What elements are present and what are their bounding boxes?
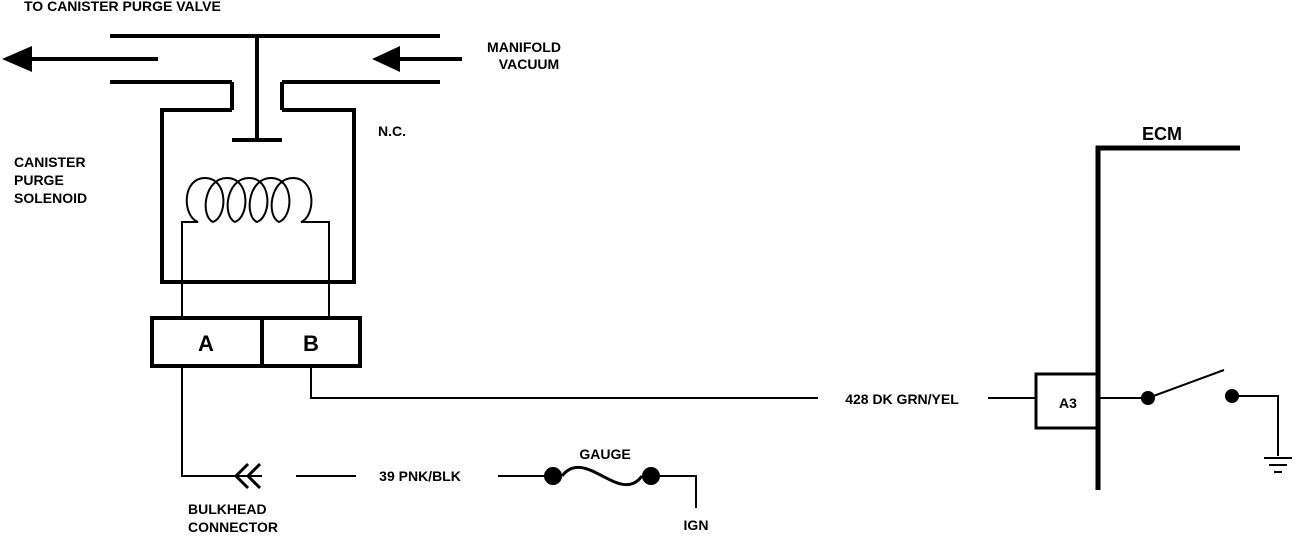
pin-a-label: A: [198, 331, 214, 356]
solenoid-connector: A B: [150, 316, 362, 368]
ground-icon: [1264, 457, 1292, 473]
purge-label: PURGE: [14, 172, 64, 188]
wire-39: [181, 366, 552, 477]
canister-label: CANISTER: [14, 154, 86, 170]
coil-winding: [181, 176, 330, 316]
fuse-element: [560, 465, 644, 487]
vacuum-label: VACUUM: [499, 56, 559, 72]
wire-428-left-segment: [310, 366, 818, 399]
to-canister-purge-valve-label: TO CANISTER PURGE VALVE: [24, 0, 221, 14]
gauge-label: GAUGE: [579, 446, 630, 462]
ecm-label: ECM: [1142, 124, 1182, 144]
vacuum-passages: [110, 34, 440, 142]
wire-428: [310, 366, 1036, 399]
switch-blade: [1147, 369, 1225, 399]
normally-closed-label: N.C.: [378, 123, 406, 139]
manifold-label: MANIFOLD: [487, 39, 561, 55]
ign-label: IGN: [684, 517, 709, 533]
fuse-ign-lead: [651, 475, 697, 508]
chevron-left-icon: [245, 462, 262, 490]
wire-39-pin-a-segment: [181, 366, 262, 477]
solenoid-housing: [160, 108, 356, 284]
connector-body: [150, 316, 362, 368]
wire-39-label: 39 PNK/BLK: [379, 468, 461, 484]
gauge-fuse: [544, 465, 697, 508]
wire-428-label: 428 DK GRN/YEL: [845, 391, 959, 407]
bulkhead-connector-icon: [233, 462, 262, 490]
ecm-pin-box: [1034, 372, 1098, 430]
inlet-arrow-head: [372, 46, 400, 72]
bulkhead-label: BULKHEAD: [188, 501, 267, 517]
ecm-border: [1095, 145, 1240, 490]
ecm-module: ECM A3: [1034, 124, 1279, 490]
chevron-left-icon: [233, 462, 250, 490]
outlet-arrow-head: [2, 46, 32, 72]
flow-arrows: [2, 46, 462, 72]
connector-label: CONNECTOR: [188, 519, 278, 535]
ground-lead: [1232, 395, 1279, 456]
ecm-pin-label: A3: [1059, 395, 1077, 411]
pin-b-label: B: [303, 331, 319, 356]
fuse-terminal-left: [544, 467, 562, 485]
solenoid-coil: [181, 176, 330, 316]
solenoid-label: SOLENOID: [14, 190, 87, 206]
